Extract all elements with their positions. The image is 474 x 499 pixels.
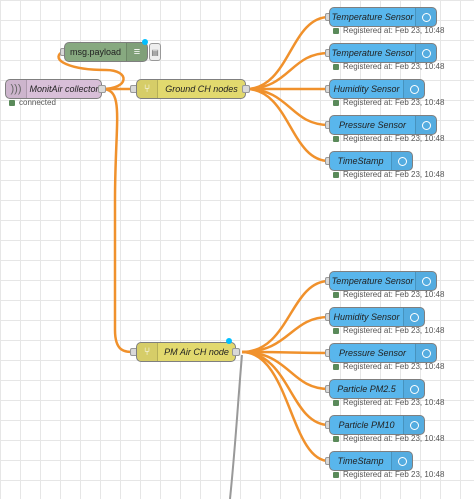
ring-icon	[391, 452, 412, 470]
wire[interactable]	[245, 87, 330, 163]
node-status: Registered at: Feb 23, 10:48	[333, 134, 444, 143]
status-indicator	[9, 99, 15, 106]
status-text: Registered at: Feb 23, 10:48	[343, 134, 445, 143]
timestamp-node[interactable]: TimeStamp	[329, 451, 413, 471]
wire[interactable]	[241, 315, 330, 354]
node-label: Ground CH nodes	[165, 84, 238, 94]
status-indicator	[333, 99, 339, 106]
status-text: Registered at: Feb 23, 10:48	[343, 98, 445, 107]
timestamp-node[interactable]: TimeStamp	[329, 151, 413, 171]
status-indicator	[333, 291, 339, 298]
output-port[interactable]	[232, 348, 240, 356]
list-icon: ≡	[126, 43, 147, 61]
ring-icon	[403, 416, 424, 434]
node-label: msg.payload	[69, 47, 122, 57]
status-text: Registered at: Feb 23, 10:48	[343, 434, 445, 443]
status-text: Registered at: Feb 23, 10:48	[343, 398, 445, 407]
status-indicator	[333, 399, 339, 406]
pressure-sensor-node[interactable]: Pressure Sensor	[329, 343, 437, 363]
node-label: Humidity Sensor	[333, 312, 400, 322]
ring-icon	[391, 152, 412, 170]
status-text: Registered at: Feb 23, 10:48	[343, 470, 445, 479]
status-text: Registered at: Feb 23, 10:48	[343, 170, 445, 179]
wire[interactable]	[57, 50, 125, 91]
ring-icon	[403, 308, 424, 326]
status-indicator	[333, 471, 339, 478]
split-icon: ⑂	[137, 343, 158, 361]
node-label: PM Air CH node	[164, 347, 229, 357]
node-label: TimeStamp	[337, 156, 384, 166]
humidity-sensor-node[interactable]: Humidity Sensor	[329, 79, 425, 99]
ring-icon	[415, 116, 436, 134]
node-label: Particle PM2.5	[337, 384, 396, 394]
ring-icon	[403, 380, 424, 398]
monitair-collector-node[interactable]: ))) MonitAir collector	[5, 79, 102, 99]
ring-icon	[415, 344, 436, 362]
status-text: Registered at: Feb 23, 10:48	[343, 62, 445, 71]
msg-payload-debug-node[interactable]: msg.payload ≡	[64, 42, 148, 62]
ring-icon	[415, 44, 436, 62]
changed-indicator	[226, 338, 232, 344]
status-indicator	[333, 63, 339, 70]
selected-wire[interactable]	[229, 354, 243, 499]
node-status: Registered at: Feb 23, 10:48	[333, 170, 444, 179]
output-port[interactable]	[98, 85, 106, 93]
status-indicator	[333, 135, 339, 142]
node-status: Registered at: Feb 23, 10:48	[333, 26, 444, 35]
node-status: Registered at: Feb 23, 10:48	[333, 98, 444, 107]
split-icon: ⑂	[137, 80, 158, 98]
node-label: Temperature Sensor	[331, 48, 414, 58]
node-label: Temperature Sensor	[331, 12, 414, 22]
node-status: Registered at: Feb 23, 10:48	[333, 62, 444, 71]
node-label: TimeStamp	[337, 456, 384, 466]
node-label: MonitAir collector	[29, 84, 99, 94]
changed-indicator	[142, 39, 148, 45]
node-status: Registered at: Feb 23, 10:48	[333, 290, 444, 299]
node-status: Registered at: Feb 23, 10:48	[333, 362, 444, 371]
node-status: Registered at: Feb 23, 10:48	[333, 398, 444, 407]
ring-icon	[403, 80, 424, 98]
wire[interactable]	[241, 350, 330, 463]
radio-waves-icon: )))	[6, 80, 27, 98]
wire[interactable]	[101, 87, 135, 354]
node-status: Registered at: Feb 23, 10:48	[333, 326, 444, 335]
status-indicator	[333, 435, 339, 442]
temperature-sensor-node[interactable]: Temperature Sensor	[329, 7, 437, 27]
wire[interactable]	[245, 15, 330, 91]
status-indicator	[333, 27, 339, 34]
node-label: Particle PM10	[338, 420, 395, 430]
pressure-sensor-node[interactable]: Pressure Sensor	[329, 115, 437, 135]
node-label: Pressure Sensor	[338, 120, 407, 130]
ground-ch-nodes-node[interactable]: ⑂ Ground CH nodes	[136, 79, 246, 99]
node-status: Registered at: Feb 23, 10:48	[333, 470, 444, 479]
ring-icon	[415, 272, 436, 290]
status-text: Registered at: Feb 23, 10:48	[343, 326, 445, 335]
status-text: connected	[19, 98, 56, 107]
status-text: Registered at: Feb 23, 10:48	[343, 290, 445, 299]
node-label: Humidity Sensor	[333, 84, 400, 94]
pm-air-ch-node[interactable]: ⑂ PM Air CH node	[136, 342, 236, 362]
status-text: Registered at: Feb 23, 10:48	[343, 362, 445, 371]
temperature-sensor-node[interactable]: Temperature Sensor	[329, 271, 437, 291]
ring-icon	[415, 8, 436, 26]
node-status: connected	[9, 98, 56, 107]
wire[interactable]	[241, 279, 330, 354]
status-indicator	[333, 363, 339, 370]
particle-pm25-node[interactable]: Particle PM2.5	[329, 379, 425, 399]
node-label: Pressure Sensor	[338, 348, 407, 358]
humidity-sensor-node[interactable]: Humidity Sensor	[329, 307, 425, 327]
status-indicator	[333, 327, 339, 334]
status-indicator	[333, 171, 339, 178]
debug-toggle-button[interactable]: ▤	[149, 43, 161, 61]
output-port[interactable]	[242, 85, 250, 93]
temperature-sensor-node[interactable]: Temperature Sensor	[329, 43, 437, 63]
node-label: Temperature Sensor	[331, 276, 414, 286]
node-status: Registered at: Feb 23, 10:48	[333, 434, 444, 443]
particle-pm10-node[interactable]: Particle PM10	[329, 415, 425, 435]
status-text: Registered at: Feb 23, 10:48	[343, 26, 445, 35]
